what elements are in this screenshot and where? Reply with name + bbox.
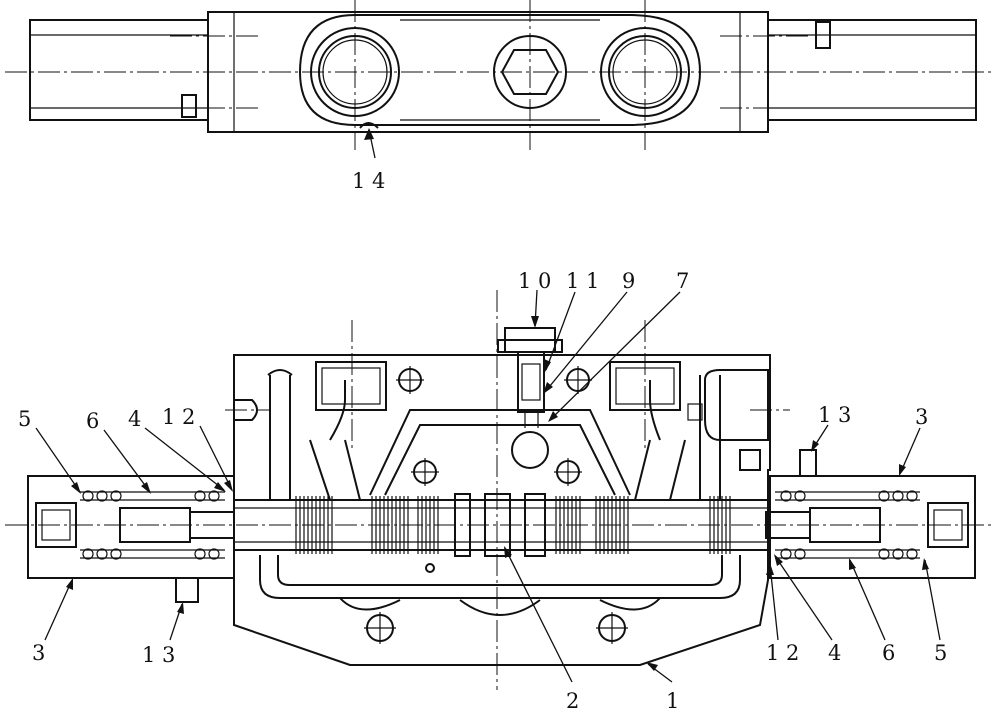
main-housing — [233, 354, 771, 666]
callout-11: 1 1 — [566, 269, 599, 293]
bolt-holes — [364, 366, 628, 644]
callout-9: 9 — [622, 269, 635, 293]
callout-12-left: 1 2 — [162, 405, 195, 429]
left-port — [315, 361, 387, 411]
callout-4-right: 4 — [828, 641, 841, 665]
top-view: 1 4 — [5, 0, 995, 193]
callout-7: 7 — [676, 269, 689, 293]
section-view: 1 0 1 1 9 7 1 3 3 5 6 4 1 2 3 1 3 2 1 1 … — [5, 269, 995, 713]
spool-lands — [295, 493, 731, 557]
callout-2: 2 — [566, 689, 579, 713]
callout-3-left: 3 — [32, 641, 45, 665]
callout-4-left: 4 — [128, 407, 141, 431]
part-14-feature — [359, 122, 379, 129]
top-body — [207, 11, 769, 133]
callout-13-left: 1 3 — [142, 643, 175, 667]
spool-collar — [524, 493, 546, 557]
right-spring — [765, 490, 920, 560]
spool — [233, 499, 771, 551]
relief-valve — [497, 327, 563, 428]
callout-6-left: 6 — [86, 409, 99, 433]
callout-10: 1 0 — [518, 269, 551, 293]
callout-12-right: 1 2 — [766, 641, 799, 665]
spool-collar — [484, 493, 511, 557]
left-spring-cap — [27, 475, 235, 579]
right-side-plug — [704, 369, 769, 441]
callout-14: 1 4 — [352, 169, 385, 193]
right-port — [609, 361, 681, 411]
callout-6-right: 6 — [882, 641, 895, 665]
callout-5-left: 5 — [18, 407, 31, 431]
left-spring — [80, 490, 235, 560]
top-body-boss — [298, 14, 702, 126]
callout-13-right: 1 3 — [818, 403, 851, 427]
callout-3-right: 3 — [915, 405, 928, 429]
spool-collar — [454, 493, 471, 557]
callout-5-right: 5 — [934, 641, 947, 665]
callout-1: 1 — [666, 689, 679, 713]
internal-passages — [259, 369, 741, 616]
callout-leaders — [35, 289, 941, 683]
